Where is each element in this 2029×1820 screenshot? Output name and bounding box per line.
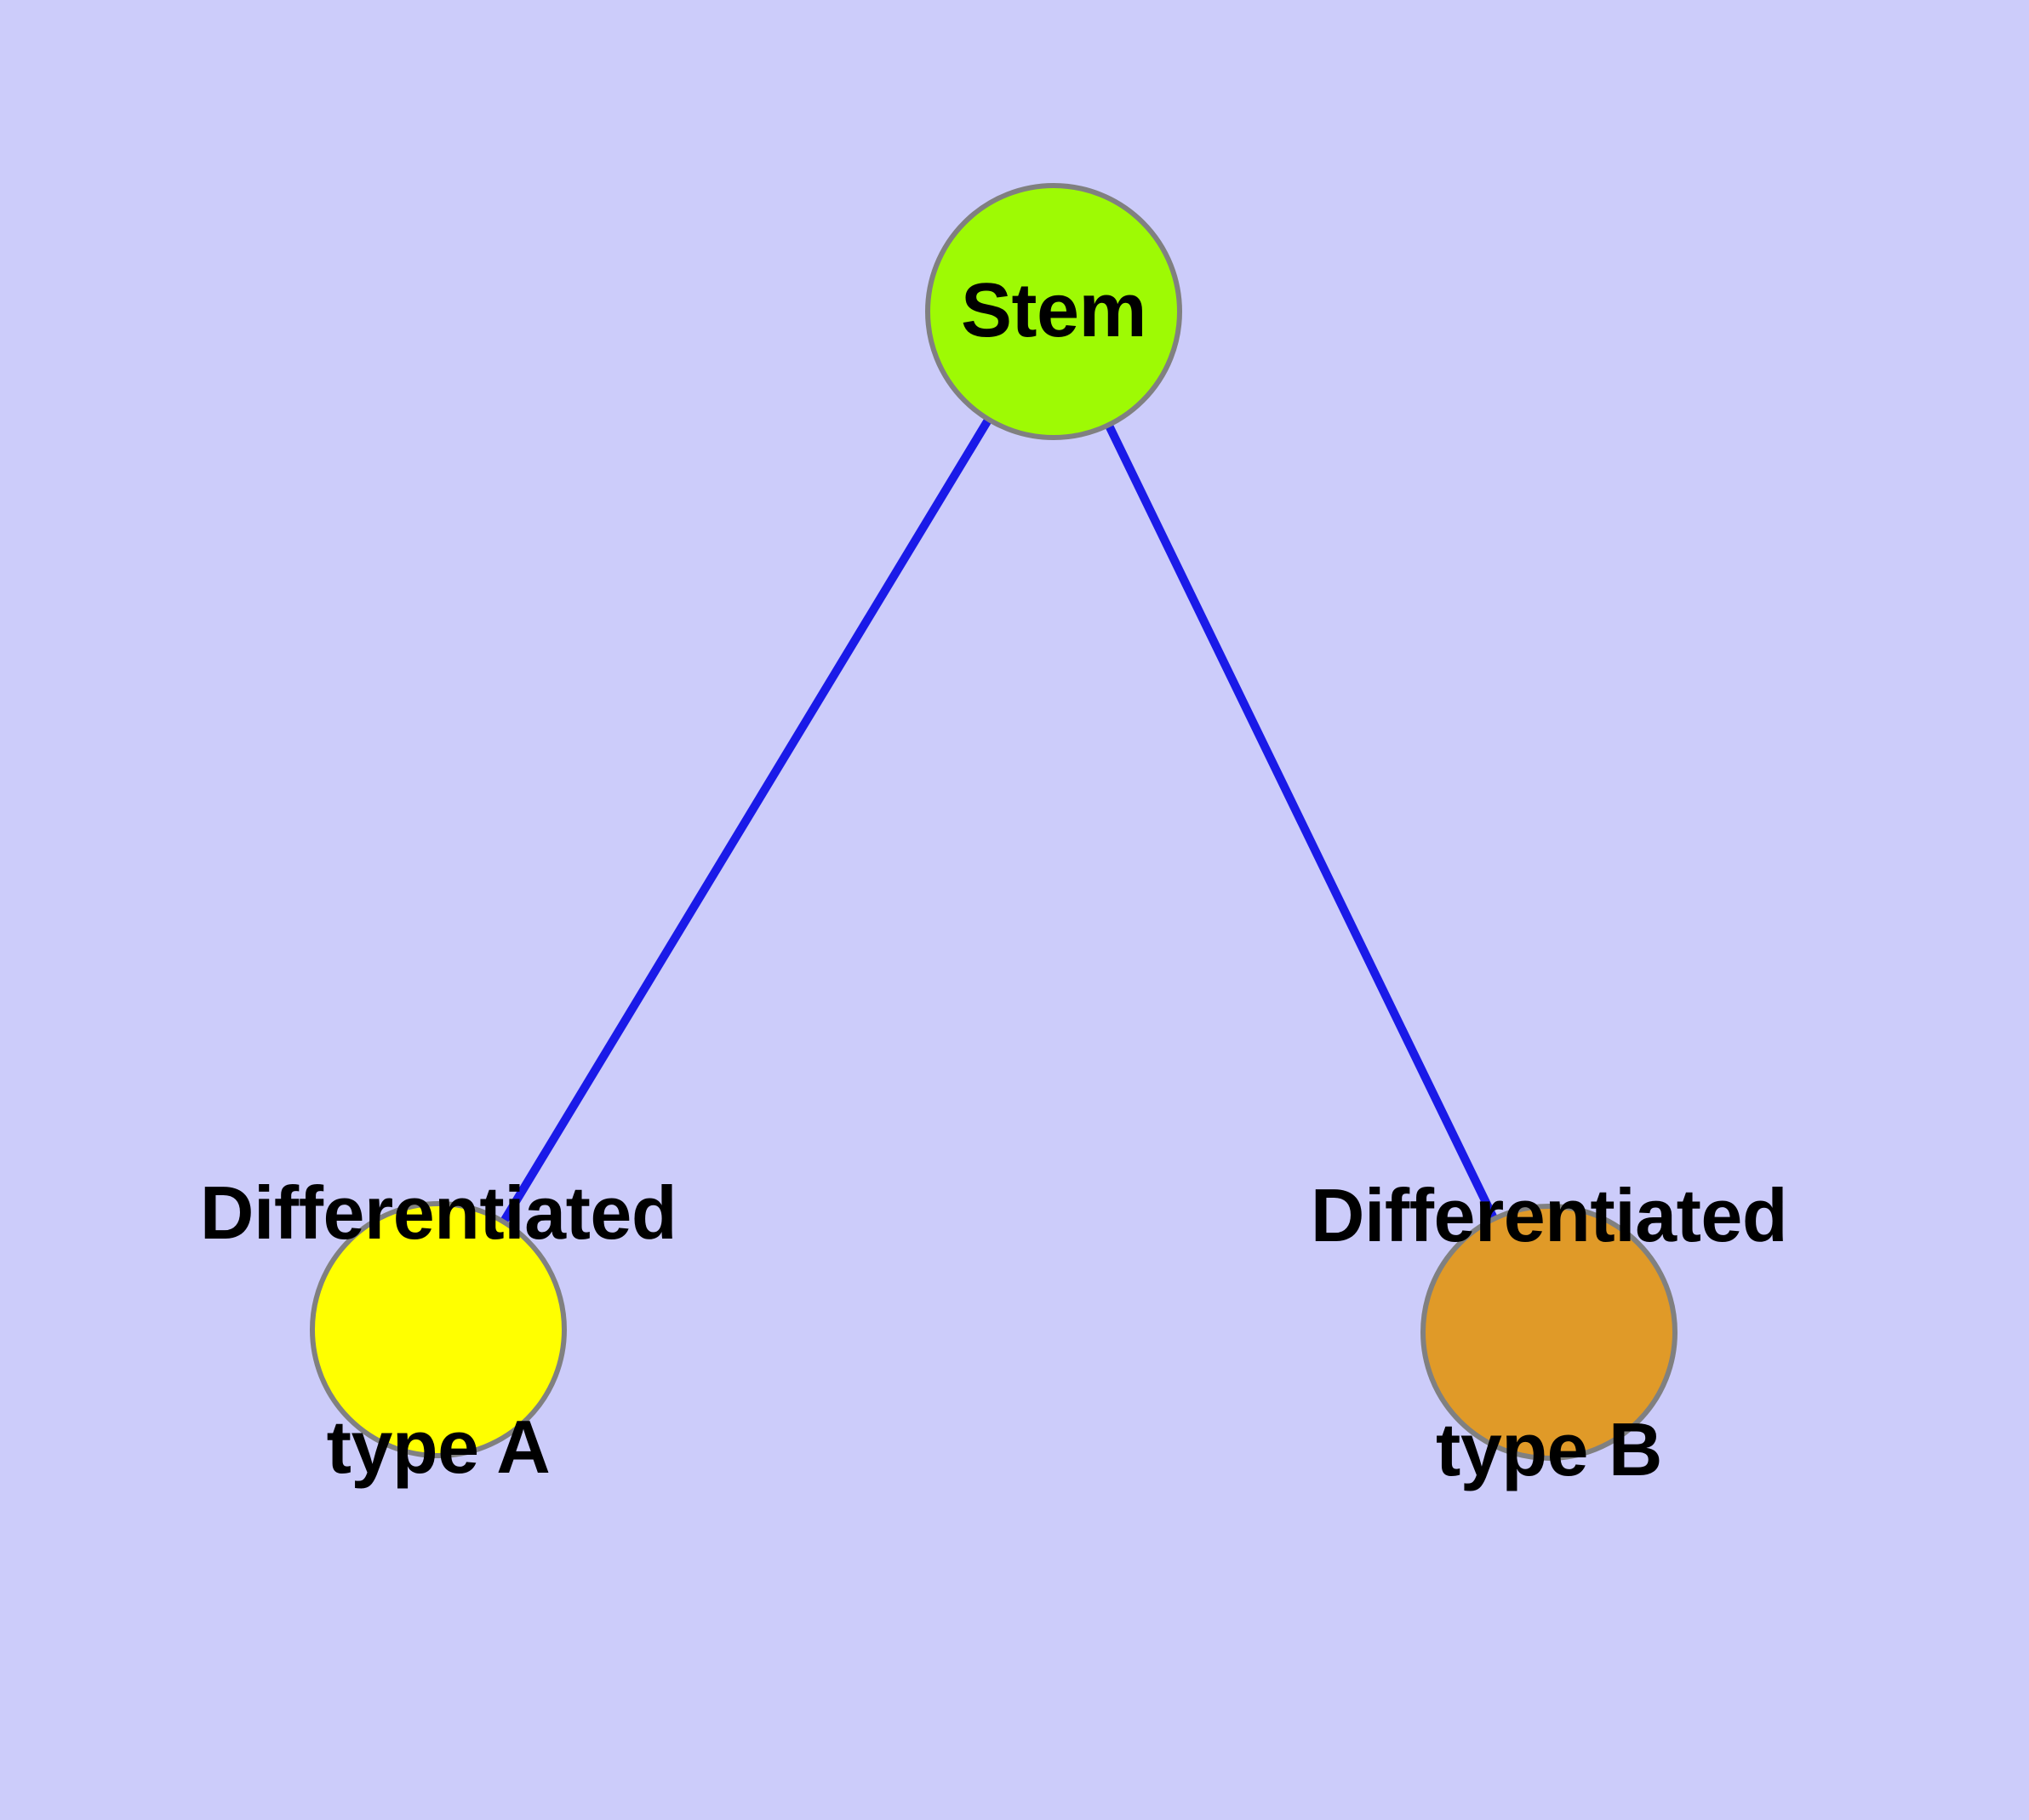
- node-layer: [310, 183, 1677, 1461]
- edge-stem-to-diff-b[interactable]: [1101, 416, 1501, 1228]
- node-diff-a[interactable]: [310, 1201, 567, 1458]
- node-stem[interactable]: [925, 183, 1182, 440]
- edge-layer: [496, 411, 1501, 1230]
- edge-stem-to-diff-a[interactable]: [496, 411, 996, 1230]
- node-diff-b[interactable]: [1420, 1204, 1677, 1461]
